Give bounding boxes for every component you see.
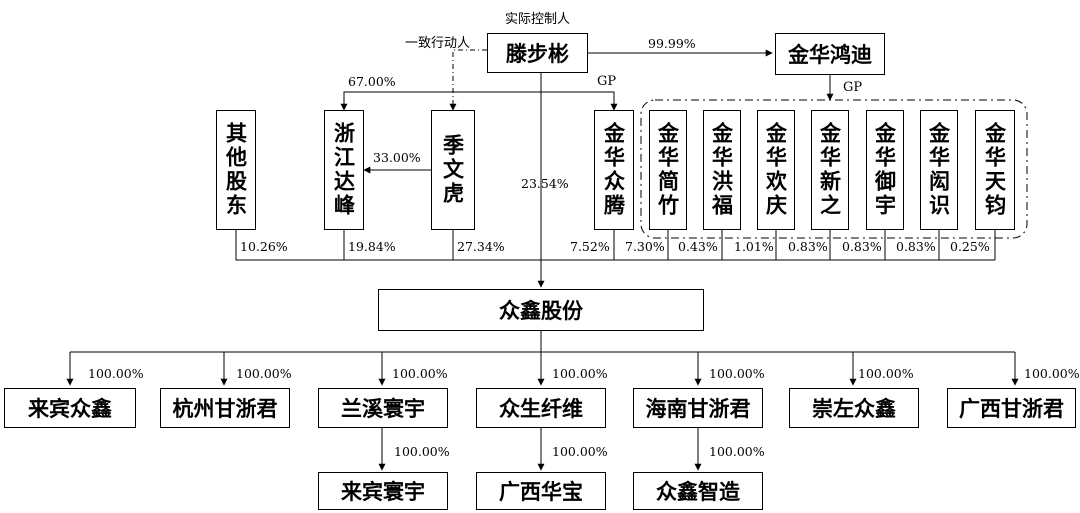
partnership-box-6: 金华闳识 — [920, 110, 958, 230]
others-pct: 10.26% — [240, 239, 288, 254]
company-box: 众鑫股份 — [378, 289, 704, 331]
zhongteng-box: 金华众腾 — [594, 110, 634, 230]
partnership-pct-3: 1.01% — [734, 239, 774, 254]
partnership-pct-5: 0.83% — [842, 239, 882, 254]
sub-subsidiary-pct-2: 100.00% — [552, 444, 608, 459]
jiwenhu-pct: 27.34% — [457, 239, 505, 254]
subsidiary-pct-5: 100.00% — [709, 366, 765, 381]
subsidiary-box-4: 众生纤维 — [476, 388, 606, 428]
subsidiary-box-1: 来宾众鑫 — [4, 388, 136, 428]
subsidiary-box-2: 杭州甘浙君 — [160, 388, 290, 428]
partnership-box-1: 金华简竹 — [649, 110, 687, 230]
controller-role-label: 实际控制人 — [505, 12, 571, 27]
partnership-box-5: 金华御宇 — [866, 110, 904, 230]
sub-subsidiary-box-2: 广西华宝 — [476, 472, 606, 510]
subsidiary-pct-1: 100.00% — [88, 366, 144, 381]
partnership-pct-7: 0.25% — [950, 239, 990, 254]
subsidiary-pct-6: 100.00% — [858, 366, 914, 381]
direct-pct-label: 23.54% — [521, 176, 569, 191]
partnership-box-4: 金华新之 — [811, 110, 849, 230]
partnership-box-3: 金华欢庆 — [757, 110, 795, 230]
jiwenhu-to-zhejiang-pct: 33.00% — [373, 150, 421, 165]
zhejiang-pct: 19.84% — [348, 239, 396, 254]
subsidiary-box-5: 海南甘浙君 — [633, 388, 763, 428]
partnership-pct-2: 0.43% — [678, 239, 718, 254]
controller-box: 滕步彬 — [487, 33, 588, 73]
sub-subsidiary-pct-1: 100.00% — [394, 444, 450, 459]
jiwenhu-box: 季文虎 — [431, 110, 475, 230]
subsidiary-box-3: 兰溪寰宇 — [318, 388, 448, 428]
partnership-pct-6: 0.83% — [896, 239, 936, 254]
subsidiary-pct-2: 100.00% — [236, 366, 292, 381]
concert-label: 一致行动人 — [405, 36, 471, 51]
gp-label-top: GP — [597, 74, 617, 89]
subsidiary-pct-7: 100.00% — [1024, 366, 1080, 381]
sub-subsidiary-box-1: 来宾寰宇 — [318, 472, 448, 510]
zhongteng-pct: 7.52% — [570, 239, 610, 254]
holding-pct-label: 99.99% — [648, 36, 696, 51]
subsidiary-box-6: 崇左众鑫 — [789, 388, 919, 428]
sub-subsidiary-pct-3: 100.00% — [709, 444, 765, 459]
gp-label-group: GP — [843, 80, 863, 95]
zhejiang-box: 浙江达峰 — [324, 110, 364, 230]
partnership-box-2: 金华洪福 — [703, 110, 741, 230]
subsidiary-box-7: 广西甘浙君 — [947, 388, 1076, 428]
others-box: 其他股东 — [216, 110, 256, 230]
subsidiary-pct-4: 100.00% — [552, 366, 608, 381]
zhejiang-control-pct: 67.00% — [348, 74, 396, 89]
subsidiary-pct-3: 100.00% — [392, 366, 448, 381]
sub-subsidiary-box-3: 众鑫智造 — [633, 472, 763, 510]
holding-box: 金华鸿迪 — [775, 33, 885, 75]
partnership-pct-4: 0.83% — [788, 239, 828, 254]
partnership-pct-1: 7.30% — [625, 239, 665, 254]
partnership-box-7: 金华天钧 — [975, 110, 1015, 230]
